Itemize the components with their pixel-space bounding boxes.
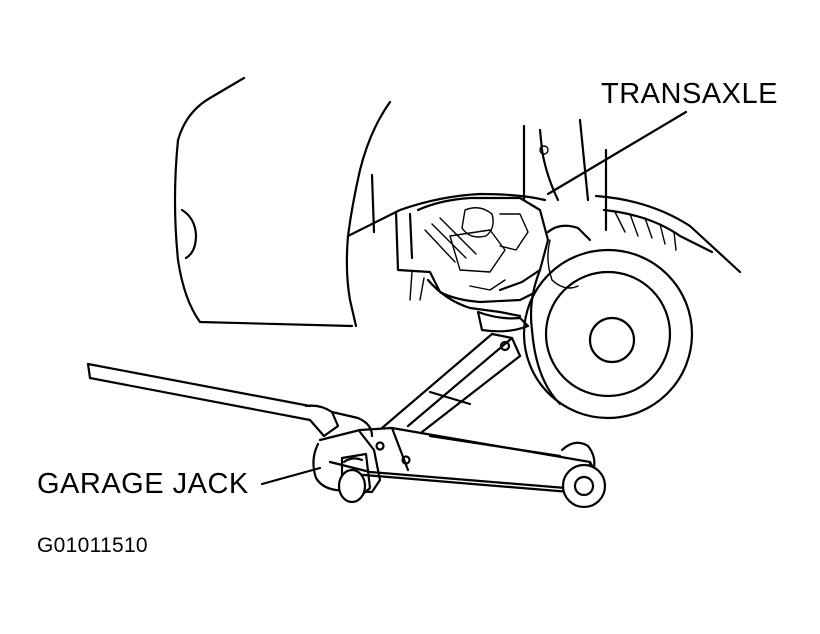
figure-code: G01011510 [37, 534, 148, 557]
wheel-assembly [522, 194, 742, 420]
vehicle-body [173, 76, 547, 328]
garage-jack-leader-line [260, 466, 322, 486]
upper-cables [522, 118, 608, 232]
transaxle-label: TRANSAXLE [601, 78, 778, 110]
jack-frame [312, 426, 600, 494]
jack-saddle [476, 310, 530, 333]
jack-rear-wheel [560, 441, 607, 509]
jack-caster-wheel [337, 452, 372, 504]
transaxle-assembly [394, 196, 550, 318]
jack-lift-arm [380, 332, 522, 434]
jack-handle [86, 362, 374, 438]
garage-jack-label: GARAGE JACK [37, 468, 249, 500]
transaxle-leader-line [546, 110, 688, 196]
